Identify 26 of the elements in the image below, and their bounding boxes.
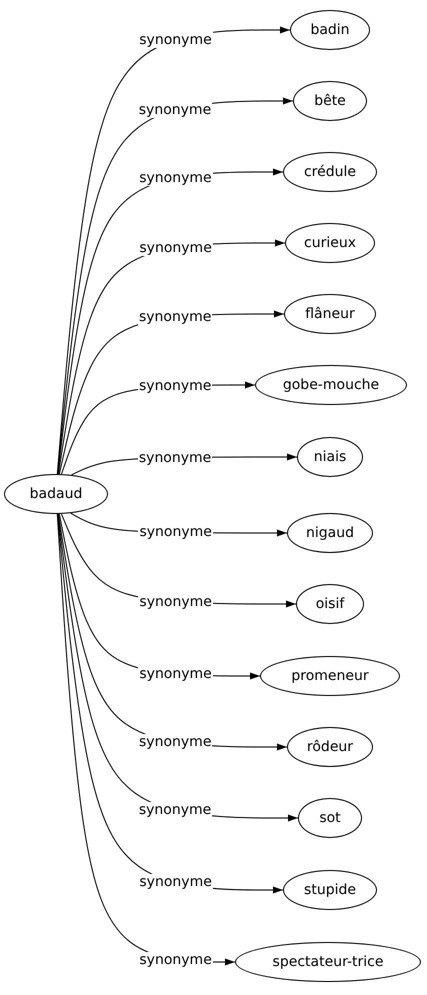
word: rôdeur (306, 739, 354, 755)
word: niais (314, 449, 346, 465)
word: promeneur (291, 668, 369, 684)
word: stupide (304, 882, 356, 898)
edge-label: synonyme (138, 952, 213, 968)
edge-label: synonyme (138, 874, 213, 890)
word: gobe-mouche (282, 377, 380, 393)
edge-label: synonyme (138, 170, 213, 186)
word: flâneur (305, 306, 355, 322)
word: badin (310, 22, 350, 38)
arrow (56, 26, 290, 474)
word: crédule (304, 164, 356, 180)
word: badaud (30, 486, 82, 502)
edge-label: synonyme (138, 594, 213, 610)
edge-label: synonyme (138, 102, 212, 118)
word: spectateur-trice (272, 954, 384, 970)
word: oisif (316, 596, 344, 612)
edge-label: synonyme (138, 802, 212, 818)
word: curieux (304, 235, 356, 251)
edge-label: synonyme (138, 32, 213, 48)
word: sot (319, 810, 341, 826)
arrow (56, 514, 236, 966)
word: nigaud (306, 525, 354, 541)
edge-label: synonyme (138, 734, 212, 750)
edge-label: synonyme (138, 666, 213, 682)
word: bête (314, 93, 346, 109)
